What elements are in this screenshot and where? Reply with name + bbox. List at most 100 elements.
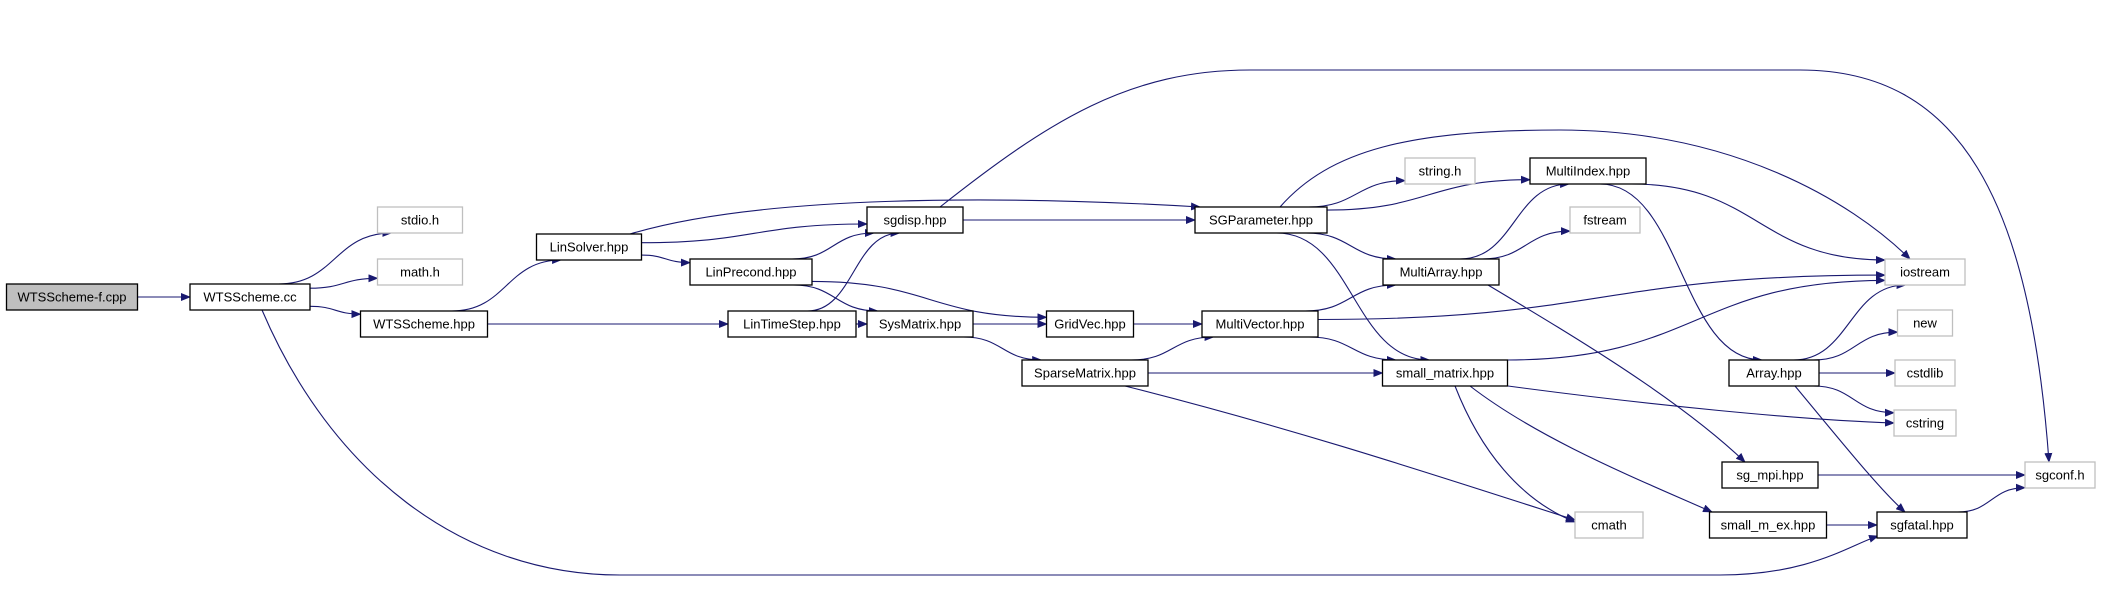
edge-small-matrix-hpp-to-cmath: [1454, 385, 1576, 523]
node-string-h: string.h: [1404, 157, 1476, 185]
edge-sgparameter-hpp-to-string-h: [1308, 176, 1406, 208]
node-box: [1194, 206, 1328, 234]
node-label: small_m_ex.hpp: [1721, 517, 1816, 532]
node-multivector-hpp[interactable]: MultiVector.hpp: [1201, 310, 1319, 338]
node-box: [1728, 359, 1820, 387]
node-small-matrix-hpp[interactable]: small_matrix.hpp: [1381, 359, 1509, 387]
edge-linprecond-hpp-to-gridvec-hpp: [811, 280, 1048, 322]
edge-array-hpp-to-new: [1813, 328, 1899, 361]
node-label: MultiIndex.hpp: [1546, 163, 1631, 178]
node-label: cstring: [1906, 415, 1944, 430]
edge-small-matrix-hpp-to-cstring: [1507, 385, 1895, 427]
node-box: [359, 310, 489, 338]
edge-multiindex-hpp-to-iostream: [1631, 183, 1886, 264]
node-box: [866, 206, 964, 234]
node-sgconf-h: sgconf.h: [2024, 461, 2096, 489]
edge-sgparameter-hpp-to-iostream: [1279, 129, 1911, 260]
edge-multiarray-hpp-to-multiindex-hpp: [1459, 180, 1571, 260]
node-label: WTSScheme-f.cpp: [17, 289, 126, 304]
node-box: [1381, 359, 1509, 387]
edge-multivector-hpp-to-iostream: [1317, 271, 1886, 321]
node-box: [1708, 511, 1828, 539]
edge-small-matrix-hpp-to-iostream: [1506, 276, 1886, 361]
node-label: math.h: [400, 264, 440, 279]
node-wtsscheme-hpp[interactable]: WTSScheme.hpp: [359, 310, 489, 338]
edges-layer: [137, 69, 2053, 576]
node-box: [1201, 310, 1319, 338]
edge-multiarray-hpp-to-fstream: [1481, 227, 1571, 260]
node-linprecond-hpp[interactable]: LinPrecond.hpp: [689, 258, 813, 286]
node-label: MultiVector.hpp: [1216, 316, 1305, 331]
node-box: [1893, 409, 1957, 437]
node-box: [535, 233, 643, 261]
node-sysmatrix-hpp[interactable]: SysMatrix.hpp: [866, 310, 974, 338]
node-multiarray-hpp[interactable]: MultiArray.hpp: [1382, 258, 1500, 286]
node-gridvec-hpp[interactable]: GridVec.hpp: [1045, 310, 1135, 338]
node-label: SysMatrix.hpp: [879, 316, 961, 331]
node-sgdisp-hpp[interactable]: sgdisp.hpp: [866, 206, 964, 234]
node-math-h: math.h: [376, 258, 464, 286]
edge-wtsscheme-cc-to-stdio-h: [278, 229, 393, 285]
edge-array-hpp-to-cstring: [1813, 385, 1895, 417]
edge-multivector-hpp-to-multiarray-hpp: [1305, 281, 1397, 312]
node-label: sgdisp.hpp: [884, 212, 947, 227]
node-multiindex-hpp[interactable]: MultiIndex.hpp: [1529, 157, 1647, 185]
node-box: [1045, 310, 1135, 338]
node-label: sg_mpi.hpp: [1736, 467, 1803, 482]
node-label: GridVec.hpp: [1054, 316, 1126, 331]
node-label: MultiArray.hpp: [1400, 264, 1483, 279]
node-label: SparseMatrix.hpp: [1034, 365, 1136, 380]
edge-multivector-hpp-to-small-matrix-hpp: [1309, 336, 1397, 364]
node-label: new: [1913, 315, 1937, 330]
edge-sparsematrix-hpp-to-multivector-hpp: [1131, 333, 1215, 361]
node-wtsscheme-cc[interactable]: WTSScheme.cc: [189, 283, 311, 311]
node-box: [1382, 258, 1500, 286]
node-lintimestep-hpp[interactable]: LinTimeStep.hpp: [727, 310, 857, 338]
node-array-hpp[interactable]: Array.hpp: [1728, 359, 1820, 387]
node-small-m-ex-hpp[interactable]: small_m_ex.hpp: [1708, 511, 1828, 539]
edge-linsolver-hpp-to-sgdisp-hpp: [641, 220, 868, 244]
node-box: [2024, 461, 2096, 489]
node-iostream: iostream: [1884, 258, 1966, 286]
node-box: [689, 258, 813, 286]
node-sg-mpi-hpp[interactable]: sg_mpi.hpp: [1721, 461, 1819, 489]
edge-sparsematrix-hpp-to-cmath: [1124, 385, 1576, 522]
node-label: Array.hpp: [1746, 365, 1801, 380]
node-sparsematrix-hpp[interactable]: SparseMatrix.hpp: [1021, 359, 1149, 387]
edge-linsolver-hpp-to-linprecond-hpp: [641, 254, 691, 267]
node-box: [1404, 157, 1476, 185]
node-box: [1021, 359, 1149, 387]
edge-multiindex-hpp-to-array-hpp: [1599, 183, 1763, 364]
node-box: [376, 258, 464, 286]
node-wtsscheme-f-cpp[interactable]: WTSScheme-f.cpp: [5, 283, 139, 311]
node-box: [5, 283, 139, 311]
node-label: WTSScheme.cc: [203, 289, 297, 304]
node-sgfatal-hpp[interactable]: sgfatal.hpp: [1876, 511, 1968, 539]
node-label: sgfatal.hpp: [1890, 517, 1954, 532]
node-box: [1574, 511, 1644, 539]
node-linsolver-hpp[interactable]: LinSolver.hpp: [535, 233, 643, 261]
node-new: new: [1896, 309, 1954, 337]
node-label: WTSScheme.hpp: [373, 316, 475, 331]
node-box: [866, 310, 974, 338]
node-label: LinPrecond.hpp: [705, 264, 796, 279]
edge-wtsscheme-cc-to-sgfatal-hpp: [261, 309, 1879, 576]
node-box: [376, 206, 464, 234]
edge-linsolver-hpp-to-sgparameter-hpp: [629, 199, 1201, 235]
node-label: LinSolver.hpp: [550, 239, 629, 254]
edge-lintimestep-hpp-to-sgdisp-hpp: [807, 229, 901, 312]
node-label: sgconf.h: [2035, 467, 2084, 482]
edge-sgdisp-hpp-to-sgconf-h: [939, 69, 2053, 463]
node-label: small_matrix.hpp: [1396, 365, 1494, 380]
node-cstdlib: cstdlib: [1894, 359, 1956, 387]
node-box: [1876, 511, 1968, 539]
edge-sysmatrix-hpp-to-sparsematrix-hpp: [963, 336, 1043, 364]
node-box: [1896, 309, 1954, 337]
edge-sgfatal-hpp-to-sgconf-h: [1957, 483, 2026, 513]
node-box: [1721, 461, 1819, 489]
node-label: fstream: [1583, 212, 1626, 227]
node-label: string.h: [1419, 163, 1462, 178]
node-sgparameter-hpp[interactable]: SGParameter.hpp: [1194, 206, 1328, 234]
